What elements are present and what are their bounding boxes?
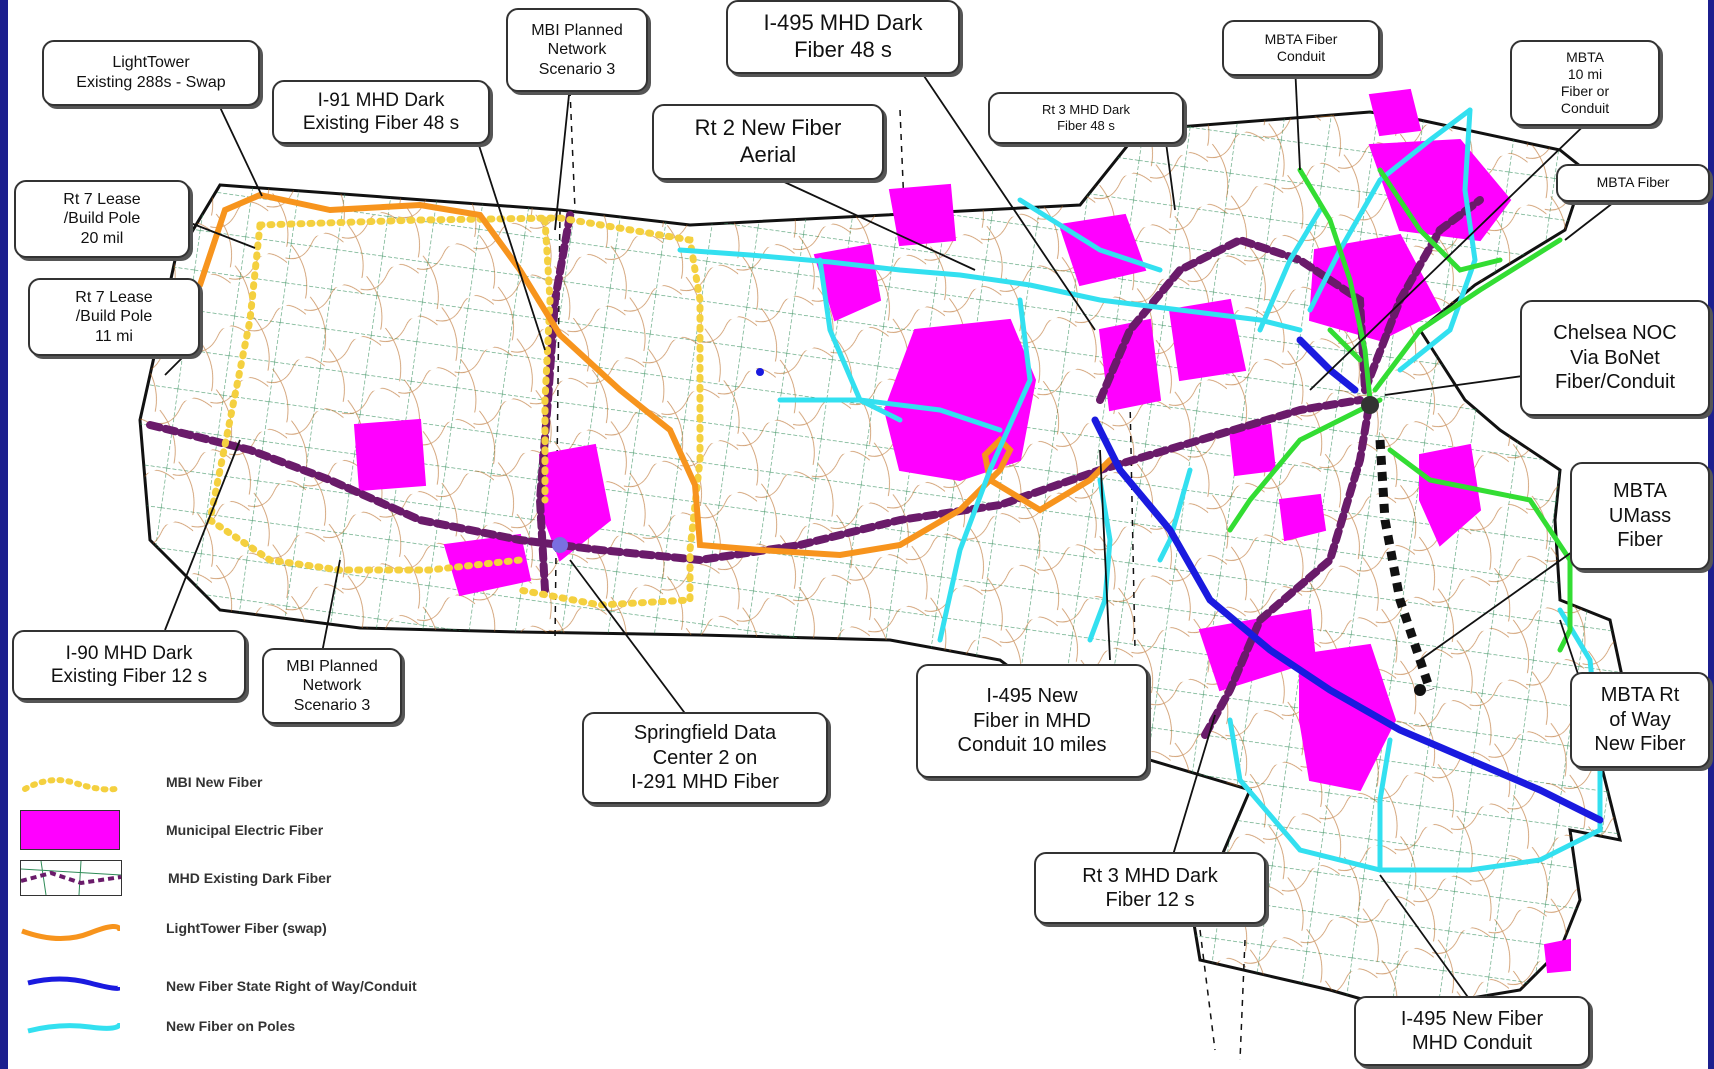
network-node-markers [552, 368, 1426, 696]
callout-rt7-11mi: Rt 7 Lease /Build Pole 11 mi [28, 278, 200, 356]
callout-mbta-10mi: MBTA 10 mi Fiber or Conduit [1510, 40, 1660, 126]
legend-item-new-fiber-on-poles: New Fiber on Poles [20, 1006, 295, 1046]
callout-rt3-dark-fiber-48: Rt 3 MHD Dark Fiber 48 s [988, 92, 1184, 144]
callout-springfield-data-center: Springfield Data Center 2 on I-291 MHD F… [582, 712, 828, 804]
legend-swatch-municipal-electric-fiber [20, 810, 120, 850]
callout-mbta-row-new-fiber: MBTA Rt of Way New Fiber [1570, 672, 1710, 768]
callout-i495-new-fiber-conduit-10mi: I-495 New Fiber in MHD Conduit 10 miles [916, 664, 1148, 778]
callout-mbi-scenario3-top: MBI Planned Network Scenario 3 [506, 8, 648, 92]
callout-leader-lines [164, 64, 1641, 1001]
legend-label: MBI New Fiber [166, 774, 263, 790]
callout-lighttower-swap: LightTower Existing 288s - Swap [42, 40, 260, 106]
fiber-routes [146, 107, 1604, 873]
legend-swatch-mhd-dark-fiber [20, 860, 122, 896]
legend-item-lighttower-fiber: LightTower Fiber (swap) [20, 908, 327, 948]
legend-label: New Fiber State Right of Way/Conduit [166, 978, 417, 994]
state-outline [138, 89, 1627, 1061]
callout-mbi-scenario3-bottom: MBI Planned Network Scenario 3 [262, 648, 402, 724]
callout-mbta-fiber: MBTA Fiber [1556, 164, 1710, 202]
callout-mbta-fiber-conduit: MBTA Fiber Conduit [1222, 20, 1380, 76]
callout-rt7-20mi: Rt 7 Lease /Build Pole 20 mil [14, 180, 190, 258]
legend-swatch-state-row [27, 976, 120, 991]
callout-i495-dark-fiber: I-495 MHD Dark Fiber 48 s [726, 0, 960, 74]
callout-chelsea-noc: Chelsea NOC Via BoNet Fiber/Conduit [1520, 300, 1710, 416]
callout-i91-dark-fiber: I-91 MHD Dark Existing Fiber 48 s [272, 80, 490, 144]
callout-i495-new-fiber-mhd-conduit: I-495 New Fiber MHD Conduit [1354, 996, 1590, 1066]
legend-swatch-lighttower [21, 924, 120, 942]
legend-item-municipal-electric-fiber: Municipal Electric Fiber [20, 810, 323, 850]
legend-item-mhd-existing-dark-fiber: MHD Existing Dark Fiber [20, 858, 331, 898]
legend-swatch-mbi-new-fiber [22, 777, 118, 793]
legend-label: MHD Existing Dark Fiber [168, 870, 332, 886]
frame-left-edge [0, 0, 8, 1069]
legend-label: LightTower Fiber (swap) [166, 920, 327, 936]
callout-rt2-new-fiber: Rt 2 New Fiber Aerial [652, 104, 884, 180]
legend-item-new-fiber-state-row: New Fiber State Right of Way/Conduit [20, 966, 417, 1006]
callout-mbta-umass-fiber: MBTA UMass Fiber [1570, 462, 1710, 570]
legend-item-mbi-new-fiber: MBI New Fiber [20, 762, 262, 802]
callout-rt3-dark-fiber-12: Rt 3 MHD Dark Fiber 12 s [1034, 852, 1266, 924]
legend-label: Municipal Electric Fiber [166, 822, 324, 838]
legend-label: New Fiber on Poles [166, 1018, 296, 1034]
legend-swatch-poles [27, 1022, 120, 1034]
callout-i90-dark-fiber: I-90 MHD Dark Existing Fiber 12 s [12, 630, 246, 700]
frame-right-edge [1708, 0, 1714, 1069]
